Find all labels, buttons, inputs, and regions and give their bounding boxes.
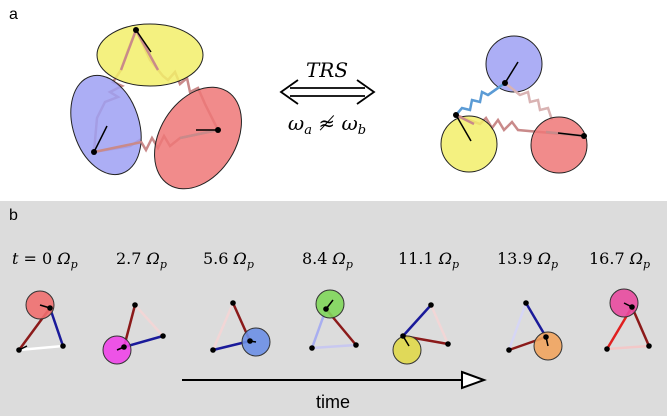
snapshot-2 — [102, 302, 166, 365]
time-arrow — [182, 370, 487, 390]
snapshot-5-bob — [392, 335, 422, 365]
spring-blue — [455, 81, 506, 116]
snapshot-7 — [604, 288, 652, 352]
time-label-4: 11.1 Ωp — [398, 249, 459, 271]
trs-relation: TRS ωa ≉ ωb — [279, 58, 376, 138]
blue-rod — [93, 125, 108, 153]
panel-a-left-diagram — [70, 23, 242, 190]
yellow-circle-rod — [455, 114, 472, 142]
red-circle-oscillator — [530, 116, 588, 174]
snapshot-3 — [210, 300, 271, 357]
panel-a-right-diagram — [440, 35, 588, 174]
blue-circle-rod — [504, 61, 519, 84]
time-labels: t = 0 Ωp 2.7 Ωp 5.6 Ωp 8.4 Ωp 11.1 Ωp 13… — [12, 249, 650, 271]
panel-a-label: a — [9, 6, 18, 23]
snapshot-5 — [392, 302, 451, 365]
time-label-1: 2.7 Ωp — [116, 249, 167, 271]
frequency-relation: ωa ≉ ωb — [288, 111, 366, 138]
yellow-circle-oscillator — [440, 115, 498, 173]
time-label-6: 16.7 Ωp — [589, 249, 650, 271]
snapshot-6 — [506, 300, 563, 361]
snapshot-4 — [309, 289, 359, 351]
pivot-red — [215, 127, 221, 133]
time-label-0: t = 0 Ωp — [12, 249, 78, 271]
spring-right-upper — [504, 82, 554, 121]
blue-circle-oscillator — [485, 35, 543, 93]
snapshot-1 — [16, 290, 66, 353]
time-label-2: 5.6 Ωp — [203, 249, 254, 271]
double-arrow — [279, 79, 376, 105]
pivot-yellow — [133, 27, 139, 33]
red-oscillator — [154, 86, 242, 190]
panel-b-label: b — [9, 207, 18, 224]
snapshot-3-bob — [241, 327, 271, 357]
pivot-blue — [91, 149, 97, 155]
time-arrow-label: time — [316, 392, 350, 412]
time-label-5: 13.9 Ωp — [497, 249, 558, 271]
time-label-3: 8.4 Ωp — [302, 249, 353, 271]
red-circle-rod — [557, 132, 585, 137]
trs-label: TRS — [306, 58, 348, 82]
yellow-rod — [135, 29, 152, 53]
blue-oscillator — [70, 74, 142, 176]
